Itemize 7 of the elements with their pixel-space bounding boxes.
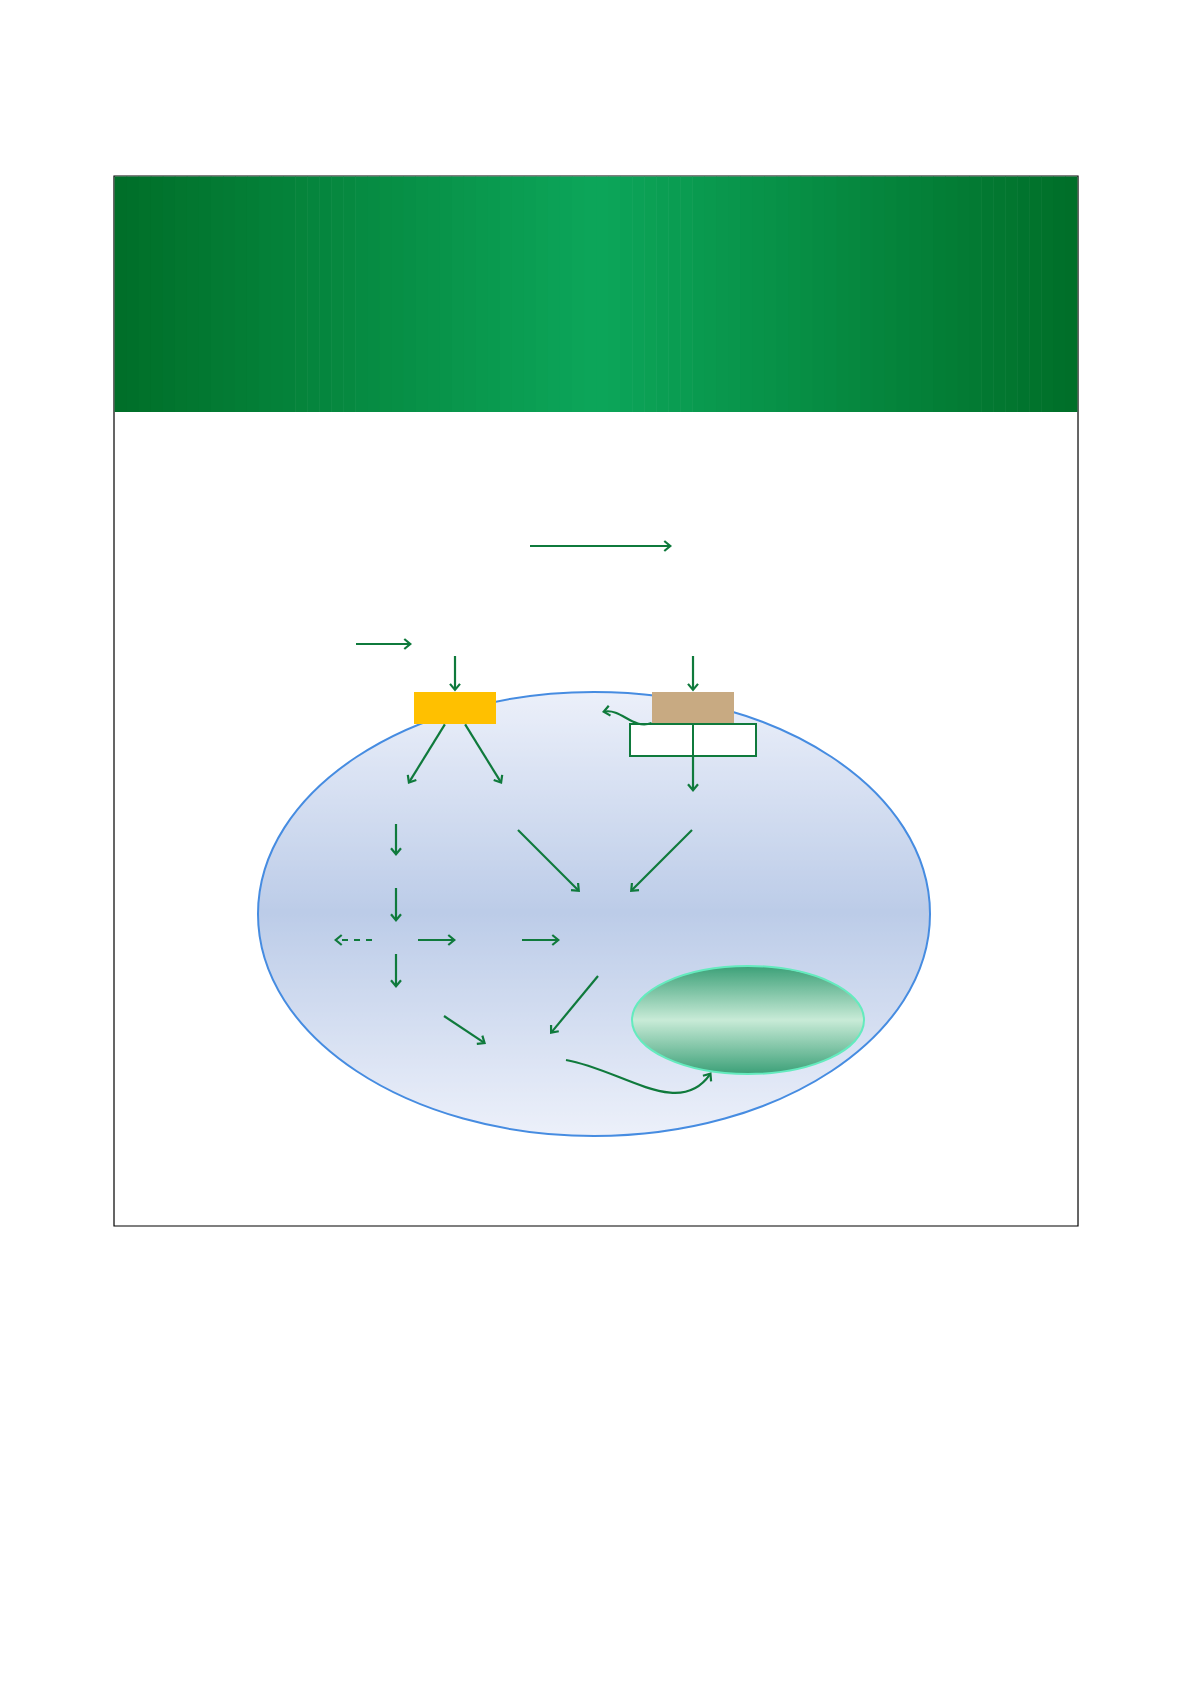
arrow <box>406 723 446 784</box>
arrow <box>565 1058 713 1094</box>
arrow <box>449 656 461 692</box>
arrow <box>687 757 699 792</box>
arrow <box>464 723 504 784</box>
arrow <box>602 705 652 726</box>
arrow <box>687 656 699 692</box>
